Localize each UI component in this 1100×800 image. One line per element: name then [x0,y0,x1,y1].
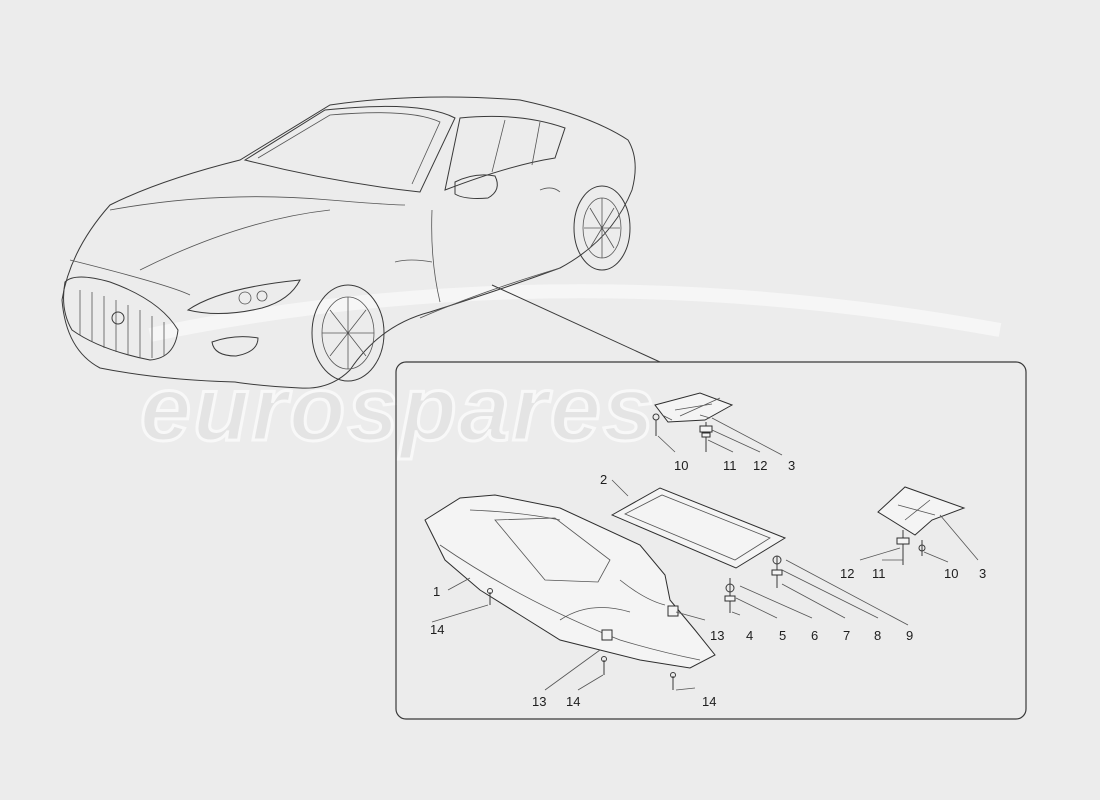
callout-14-middle: 14 [566,694,580,709]
bracket-upper [652,392,734,452]
undertray [424,494,716,690]
callout-12-upper: 12 [753,458,767,473]
callout-11-upper: 11 [723,458,737,473]
car-illustration [61,96,636,389]
skid-plate [610,487,787,613]
callout-3-right: 3 [979,566,986,581]
callout-2: 2 [600,472,607,487]
callout-5: 5 [779,628,786,643]
callout-13-right: 13 [710,628,724,643]
callout-11-right: 11 [872,566,886,581]
bracket-right [877,486,966,565]
callout-13-left: 13 [532,694,546,709]
callout-8: 8 [874,628,881,643]
callout-1: 1 [433,584,440,599]
callout-10-upper: 10 [674,458,688,473]
leader-lines [431,417,979,691]
callout-14-left: 14 [430,622,444,637]
callout-14-right: 14 [702,694,716,709]
callout-6: 6 [811,628,818,643]
callout-7: 7 [843,628,850,643]
watermark: eurospares [139,284,1002,462]
callout-9: 9 [906,628,913,643]
sill-leader-line [491,284,661,363]
callout-labels: 1 2 3 3 4 5 6 7 8 9 10 10 11 11 12 12 13… [430,458,986,709]
callout-4: 4 [746,628,753,643]
callout-3-upper: 3 [788,458,795,473]
watermark-text: eurospares [140,358,656,460]
callout-12-right: 12 [840,566,854,581]
callout-10-right: 10 [944,566,958,581]
detail-frame [395,361,1027,720]
